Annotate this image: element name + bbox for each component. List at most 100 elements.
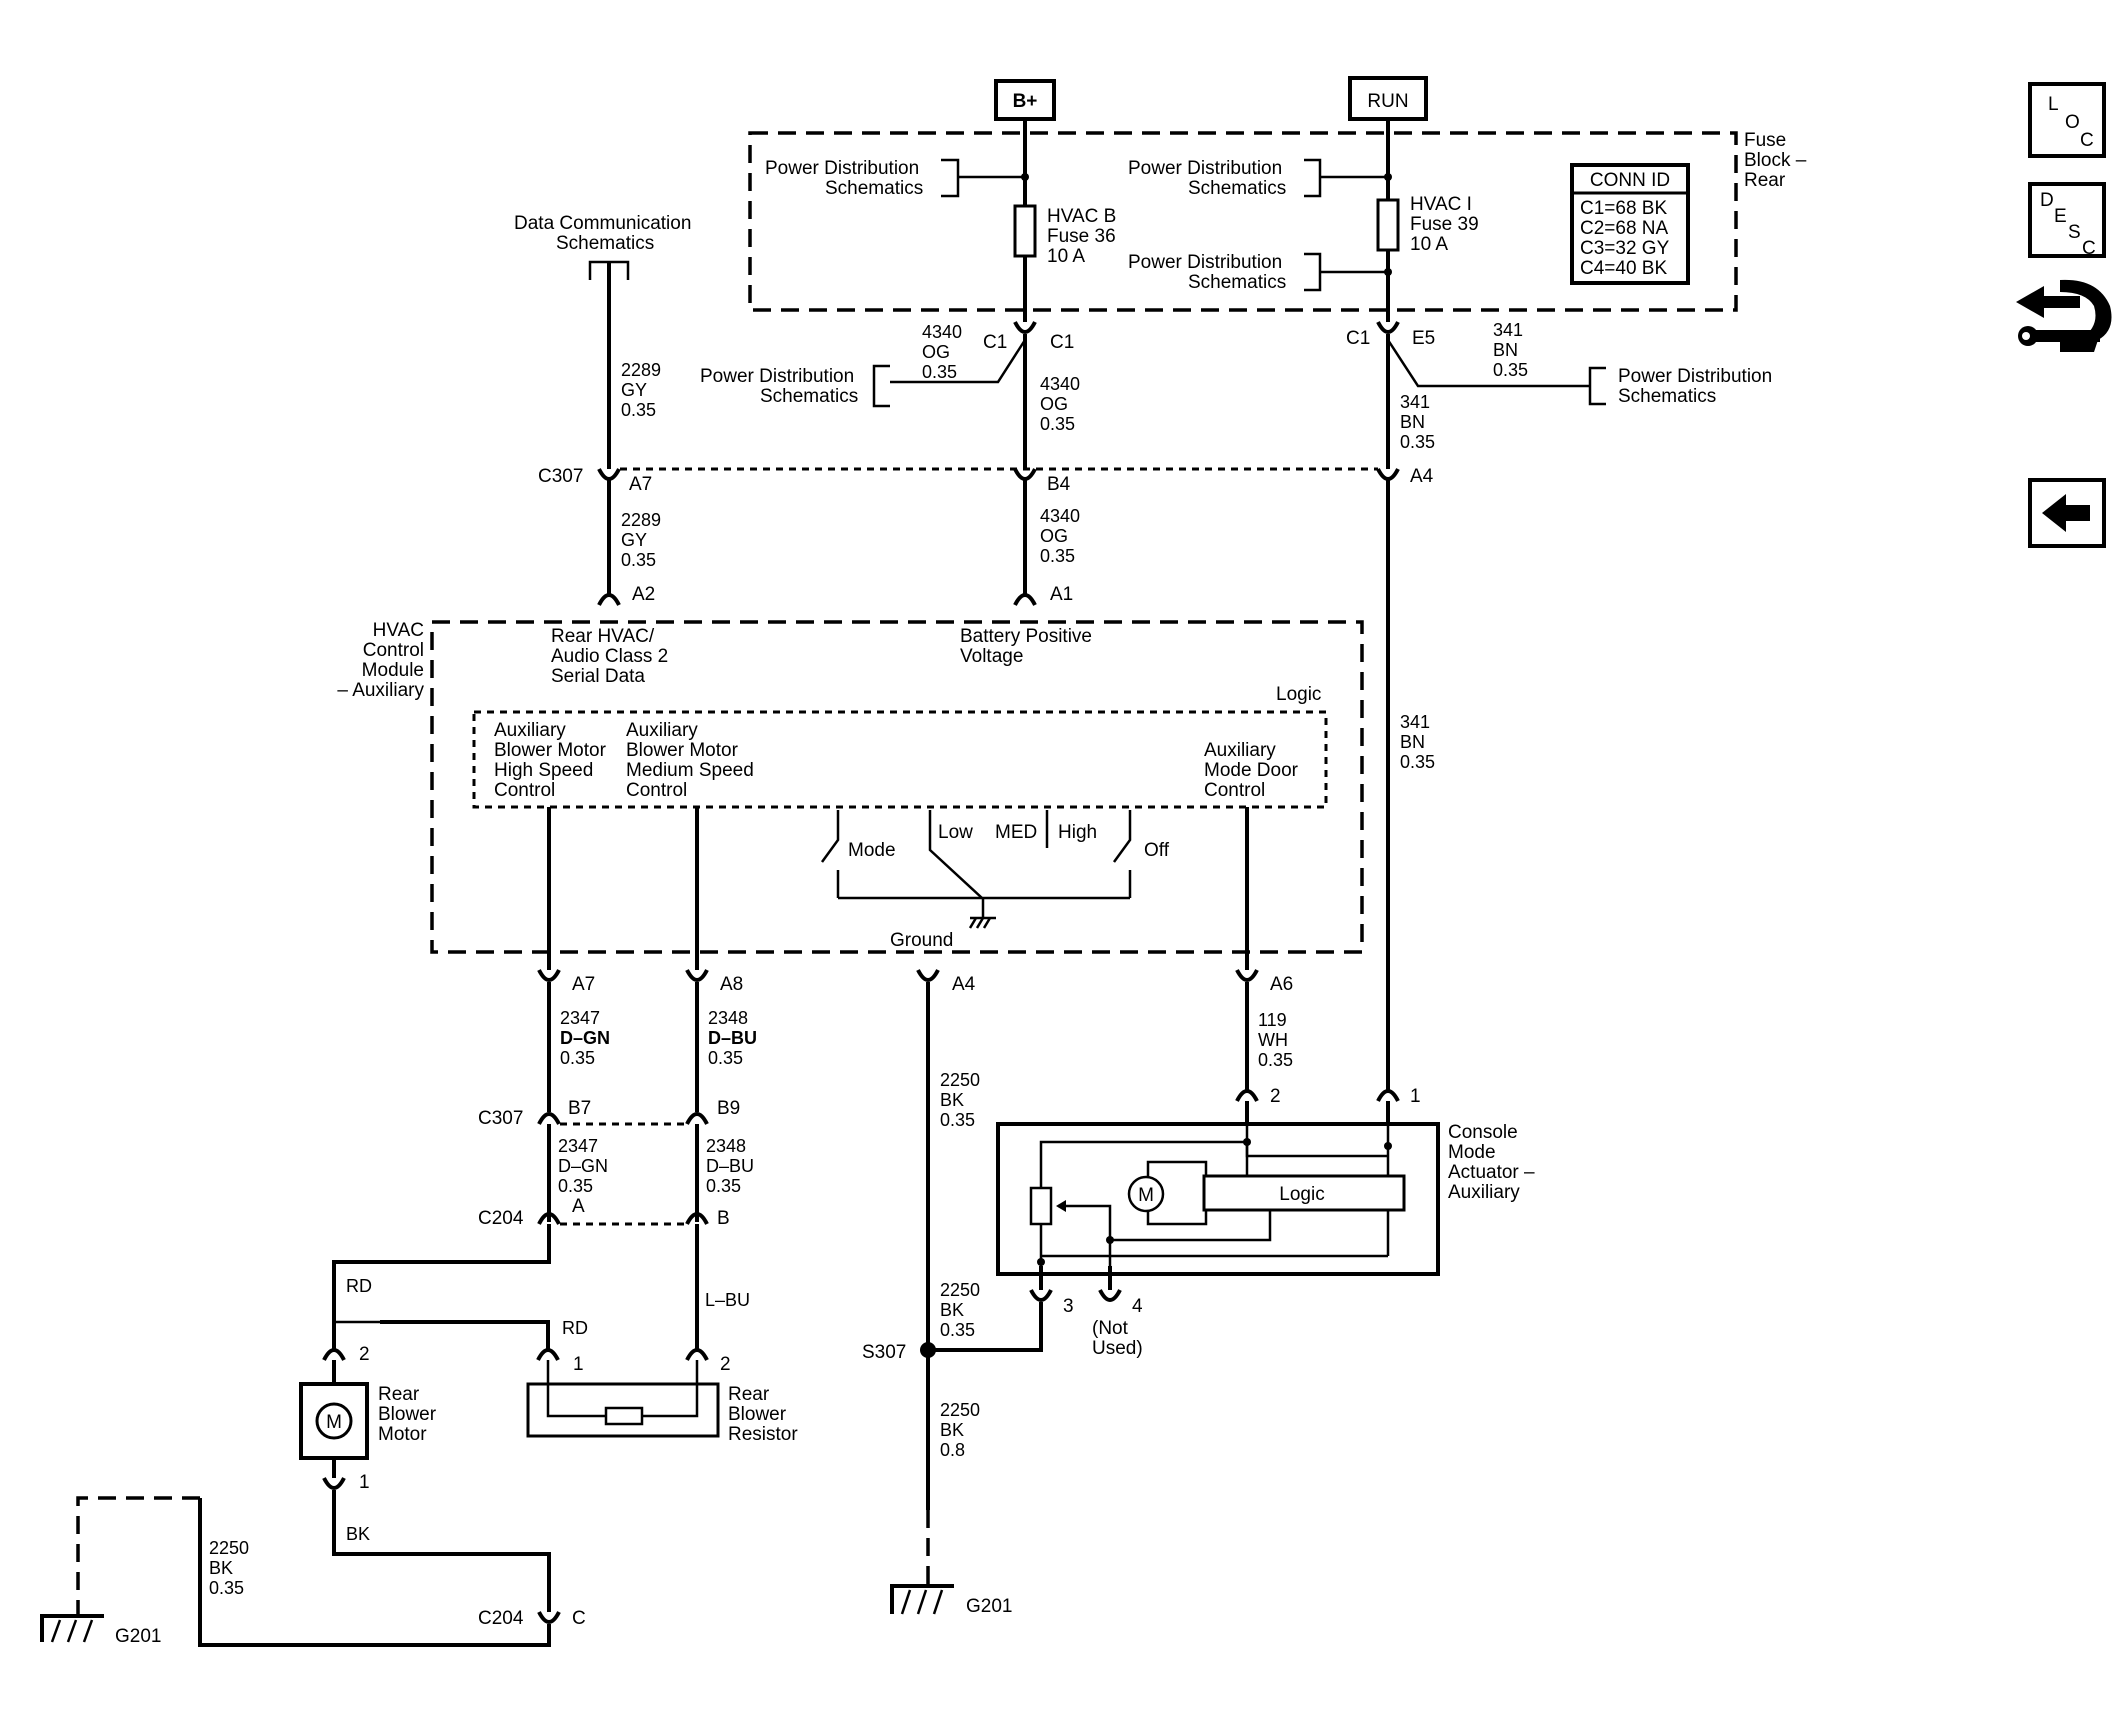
wire-2250-ground-main: 2250 BK 0.35 — [926, 982, 980, 1510]
bplus-circuit — [941, 119, 1029, 322]
svg-text:B7: B7 — [568, 1098, 591, 1119]
svg-text:BK: BK — [346, 1524, 370, 1544]
console-mode-actuator: Console Mode Actuator – Auxiliary M Logi… — [996, 1101, 1535, 1276]
svg-text:– Auxiliary: – Auxiliary — [337, 680, 424, 701]
svg-text:High: High — [1058, 822, 1097, 843]
svg-text:Auxiliary: Auxiliary — [1448, 1182, 1520, 1203]
svg-text:0.35: 0.35 — [1040, 414, 1075, 434]
svg-text:3: 3 — [1063, 1296, 1074, 1317]
wire-2289-lower: 2289 GY 0.35 — [607, 480, 661, 595]
svg-text:2347: 2347 — [558, 1136, 598, 1156]
loc-button[interactable]: L O C — [2028, 82, 2106, 158]
svg-text:Control: Control — [494, 780, 555, 801]
hvac-logic-label: Logic — [1276, 684, 1321, 705]
hvac-logic-box — [472, 710, 1328, 809]
svg-text:C1: C1 — [1050, 332, 1074, 353]
svg-text:D–GN: D–GN — [558, 1156, 608, 1176]
mode-door-control-label: Auxiliary Mode Door Control — [1204, 740, 1299, 801]
svg-text:Blower Motor: Blower Motor — [626, 740, 739, 761]
wire-2347-mid: 2347 D–GN 0.35 — [547, 1124, 608, 1222]
svg-text:0.35: 0.35 — [706, 1176, 741, 1196]
svg-text:B: B — [717, 1208, 730, 1229]
svg-text:C: C — [572, 1608, 586, 1629]
rear-blower-resistor: 1 2 Rear Blower Resistor — [526, 1348, 798, 1445]
svg-text:HVAC B: HVAC B — [1047, 206, 1116, 227]
svg-text:C204: C204 — [478, 1208, 524, 1229]
svg-text:Mode: Mode — [848, 840, 896, 861]
run-source: RUN — [1348, 76, 1428, 121]
svg-text:10 A: 10 A — [1047, 246, 1085, 267]
svg-text:(Not: (Not — [1092, 1318, 1129, 1339]
svg-text:BK: BK — [209, 1558, 233, 1578]
svg-text:C307: C307 — [538, 466, 583, 487]
svg-text:Serial Data: Serial Data — [551, 666, 645, 687]
svg-text:A7: A7 — [572, 974, 595, 995]
svg-text:2250: 2250 — [209, 1538, 249, 1558]
connector-actuator-4: 4 (Not Used) — [1092, 1266, 1143, 1359]
svg-text:0.35: 0.35 — [621, 400, 656, 420]
svg-text:BN: BN — [1400, 412, 1425, 432]
svg-text:C1: C1 — [983, 332, 1007, 353]
svg-text:Auxiliary: Auxiliary — [1204, 740, 1276, 761]
wrench-arrow-icon[interactable] — [2016, 279, 2112, 352]
svg-text:Fuse 39: Fuse 39 — [1410, 214, 1479, 235]
svg-text:Used): Used) — [1092, 1338, 1143, 1359]
svg-text:Blower Motor: Blower Motor — [494, 740, 607, 761]
svg-text:4340: 4340 — [1040, 374, 1080, 394]
svg-text:Schematics: Schematics — [1188, 178, 1286, 199]
svg-text:A2: A2 — [632, 584, 655, 605]
connector-a7-bottom: A7 — [537, 969, 595, 995]
svg-text:0.35: 0.35 — [209, 1578, 244, 1598]
svg-text:B+: B+ — [1013, 91, 1038, 112]
svg-text:Schematics: Schematics — [556, 233, 654, 254]
ref-power-distribution-3: Power Distribution Schematics — [1128, 252, 1286, 293]
svg-text:Audio Class 2: Audio Class 2 — [551, 646, 668, 667]
svg-text:O: O — [2065, 112, 2080, 133]
connector-a4-bottom: A4 — [916, 969, 976, 995]
back-arrow-button[interactable] — [2028, 478, 2106, 548]
wire-lbu: L–BU — [695, 1224, 750, 1352]
wire-4340-split: 4340 OG 0.35 4340 OG 0.35 — [872, 322, 1080, 469]
connector-a2: A2 — [597, 584, 655, 606]
svg-text:Actuator –: Actuator – — [1448, 1162, 1535, 1183]
svg-text:RD: RD — [346, 1276, 372, 1296]
svg-text:BK: BK — [940, 1300, 964, 1320]
svg-text:C4=40 BK: C4=40 BK — [1580, 258, 1667, 279]
ref-power-distribution-2: Power Distribution Schematics — [1128, 158, 1286, 199]
svg-text:C2=68 NA: C2=68 NA — [1580, 218, 1669, 239]
svg-text:Schematics: Schematics — [760, 386, 858, 407]
svg-text:Schematics: Schematics — [825, 178, 923, 199]
svg-text:Block –: Block – — [1744, 150, 1807, 171]
svg-text:Medium Speed: Medium Speed — [626, 760, 754, 781]
svg-text:OG: OG — [1040, 394, 1068, 414]
svg-text:Schematics: Schematics — [1188, 272, 1286, 293]
svg-text:Power Distribution: Power Distribution — [765, 158, 919, 179]
ref-power-distribution-4: Power Distribution Schematics — [700, 366, 858, 407]
hvac-module-label: HVAC Control Module – Auxiliary — [337, 620, 424, 701]
svg-text:4340: 4340 — [1040, 506, 1080, 526]
svg-text:C1: C1 — [1346, 328, 1370, 349]
wire-341-split: 341 BN 0.35 341 BN 0.35 — [1386, 320, 1606, 469]
svg-text:D: D — [2040, 190, 2054, 211]
svg-text:Voltage: Voltage — [960, 646, 1023, 667]
svg-text:0.35: 0.35 — [1040, 546, 1075, 566]
svg-text:341: 341 — [1493, 320, 1523, 340]
medium-speed-control-label: Auxiliary Blower Motor Medium Speed Cont… — [626, 720, 754, 801]
svg-text:C307: C307 — [478, 1108, 523, 1129]
svg-text:E: E — [2054, 206, 2067, 227]
wire-2347-upper: 2347 D–GN 0.35 — [547, 982, 610, 1112]
wire-119: 119 WH 0.35 — [1245, 982, 1293, 1093]
connector-actuator-3: 3 — [1029, 1266, 1074, 1317]
connector-c307-top: C307 A7 B4 A4 — [538, 466, 1434, 495]
svg-text:119: 119 — [1258, 1010, 1287, 1030]
splice-s307: S307 — [862, 1342, 936, 1363]
svg-text:D–BU: D–BU — [706, 1156, 754, 1176]
desc-button[interactable]: D E S C — [2028, 182, 2106, 259]
svg-text:BK: BK — [940, 1090, 964, 1110]
connector-a6-bottom: A6 — [1235, 969, 1293, 995]
svg-text:Rear: Rear — [378, 1384, 420, 1405]
svg-text:A4: A4 — [1410, 466, 1434, 487]
svg-text:D–GN: D–GN — [560, 1028, 610, 1048]
wire-341-long: 341 BN 0.35 — [1386, 480, 1435, 1093]
